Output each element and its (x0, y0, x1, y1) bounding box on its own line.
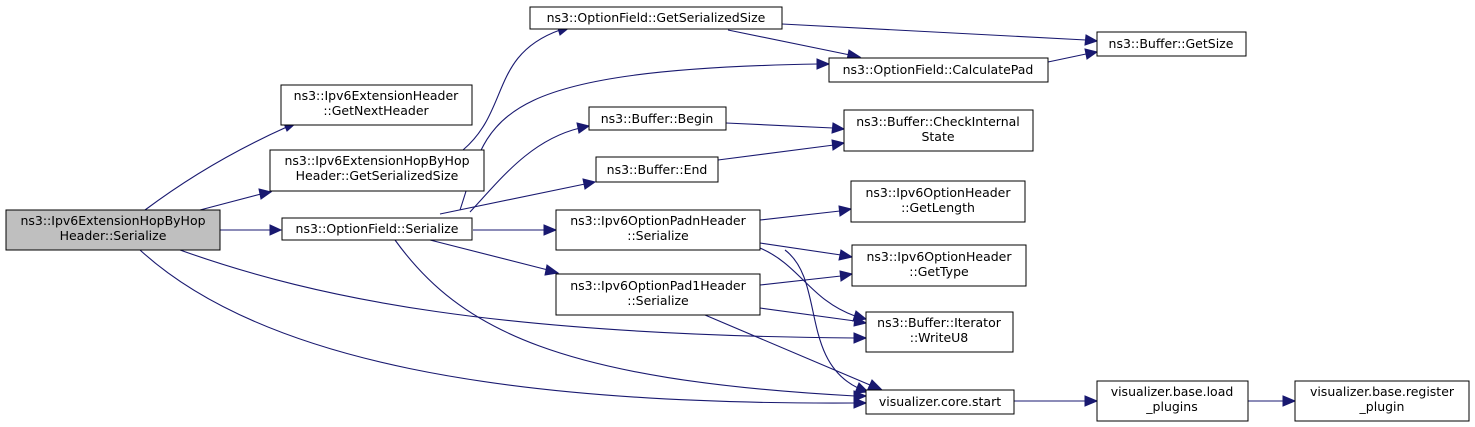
node-label-line: ::WriteU8 (910, 330, 969, 345)
edge-option-size-to-buffer-get-size (781, 23, 1099, 46)
edge-option-size-to-calculate-pad (727, 29, 862, 61)
edge-root-to-write-u8 (179, 249, 868, 344)
node-label-line: ::GetNextHeader (323, 103, 429, 118)
node-label-line: _plugin (1359, 399, 1405, 414)
node-label-line: ns3::Buffer::Iterator (877, 315, 1002, 330)
node-label-line: State (921, 129, 954, 144)
edge-padn-to-get-length (759, 205, 853, 221)
node-buffer-begin[interactable]: ns3::Buffer::Begin (588, 106, 727, 131)
node-label-line: ::Serialize (627, 293, 689, 308)
node-label-line: ns3::Ipv6ExtensionHeader (294, 88, 460, 103)
node-label-line: ns3::Ipv6OptionHeader (865, 185, 1011, 200)
node-label-line: ::GetLength (901, 200, 975, 215)
node-label-line: visualizer.base.load (1111, 384, 1234, 399)
node-ipv6-option-padn-header-serialize[interactable]: ns3::Ipv6OptionPadnHeader ::Serialize (555, 209, 761, 251)
node-visualizer-base-register-plugin[interactable]: visualizer.base.register _plugin (1294, 380, 1470, 422)
node-label-line: ns3::Buffer::CheckInternal (856, 114, 1020, 129)
edge-calculate-pad-to-buffer-get-size (1047, 48, 1099, 63)
edge-hop-size-to-option-size (462, 24, 572, 151)
edges (139, 23, 1297, 409)
node-buffer-iterator-write-u8[interactable]: ns3::Buffer::Iterator ::WriteU8 (865, 311, 1014, 353)
node-visualizer-base-load-plugins[interactable]: visualizer.base.load _plugins (1096, 380, 1249, 422)
node-label-line: ::GetType (909, 264, 969, 279)
edge-buffer-end-to-check-internal (717, 139, 846, 161)
node-buffer-get-size[interactable]: ns3::Buffer::GetSize (1096, 31, 1247, 57)
node-visualizer-core-start[interactable]: visualizer.core.start (865, 389, 1015, 415)
node-label-line: ::Serialize (627, 228, 689, 243)
node-label-line: _plugins (1145, 399, 1197, 414)
node-label-line: ns3::OptionField::GetSerializedSize (547, 10, 766, 25)
node-label-line: Header::GetSerializedSize (296, 168, 459, 183)
node-ipv6-option-header-get-type[interactable]: ns3::Ipv6OptionHeader ::GetType (851, 244, 1027, 287)
node-ipv6-option-header-get-length[interactable]: ns3::Ipv6OptionHeader ::GetLength (850, 180, 1026, 223)
node-label-line: visualizer.core.start (879, 394, 1001, 409)
edge-option-serialize-to-viz-start (394, 239, 868, 402)
edge-viz-load-to-viz-register (1248, 395, 1297, 407)
edge-buffer-begin-to-check-internal (725, 122, 846, 134)
edge-pad1-to-write-u8 (759, 307, 868, 327)
edge-option-serialize-to-buffer-begin (469, 122, 591, 213)
node-option-field-serialize[interactable]: ns3::OptionField::Serialize (281, 217, 473, 241)
node-option-field-get-serialized-size[interactable]: ns3::OptionField::GetSerializedSize (529, 6, 783, 30)
edge-option-serialize-to-buffer-end (439, 178, 597, 215)
node-label-line: ns3::Ipv6OptionHeader (866, 249, 1012, 264)
node-label-line: ns3::Buffer::End (607, 162, 708, 177)
node-label-line: Header::Serialize (60, 228, 167, 243)
edge-root-to-option-serialize (220, 224, 283, 236)
node-label-line: ns3::Ipv6ExtensionHopByHop (284, 153, 469, 168)
edge-option-serialize-to-pad1-serialize (429, 239, 560, 276)
edge-pad1-to-viz-start (704, 314, 883, 390)
edge-root-to-viz-start (139, 249, 868, 409)
edge-option-serialize-to-padn-serialize (473, 224, 558, 236)
edge-pad1-to-get-type (759, 270, 854, 286)
node-buffer-check-internal-state[interactable]: ns3::Buffer::CheckInternal State (843, 109, 1034, 152)
edge-padn-to-viz-start (784, 249, 870, 394)
node-ipv6-extension-hop-by-hop-header-serialize[interactable]: ns3::Ipv6ExtensionHopByHop Header::Seria… (5, 209, 221, 251)
edge-root-to-hop-get-serialized-size (199, 188, 273, 211)
node-label-line: ns3::Ipv6OptionPadnHeader (570, 213, 746, 228)
edge-padn-to-get-type (759, 242, 854, 261)
node-label-line: visualizer.base.register (1310, 384, 1455, 399)
node-ipv6-extension-hop-by-hop-header-get-serialized-size[interactable]: ns3::Ipv6ExtensionHopByHop Header::GetSe… (269, 149, 485, 192)
node-ipv6-extension-header-get-next-header[interactable]: ns3::Ipv6ExtensionHeader ::GetNextHeader (280, 84, 473, 126)
node-label-line: ns3::OptionField::CalculatePad (843, 62, 1034, 77)
node-label-line: ns3::Buffer::Begin (601, 111, 714, 126)
node-label-line: ns3::Ipv6OptionPad1Header (570, 278, 746, 293)
node-label-line: ns3::Ipv6ExtensionHopByHop (20, 213, 205, 228)
nodes: ns3::Ipv6ExtensionHopByHop Header::Seria… (5, 6, 1470, 422)
node-label-line: ns3::OptionField::Serialize (296, 221, 459, 236)
edge-viz-start-to-viz-load (1014, 395, 1099, 407)
edge-option-serialize-to-calculate-pad (459, 58, 831, 211)
node-option-field-calculate-pad[interactable]: ns3::OptionField::CalculatePad (828, 57, 1049, 83)
node-ipv6-option-pad1-header-serialize[interactable]: ns3::Ipv6OptionPad1Header ::Serialize (555, 273, 761, 316)
node-label-line: ns3::Buffer::GetSize (1109, 36, 1234, 51)
node-buffer-end[interactable]: ns3::Buffer::End (595, 156, 719, 183)
